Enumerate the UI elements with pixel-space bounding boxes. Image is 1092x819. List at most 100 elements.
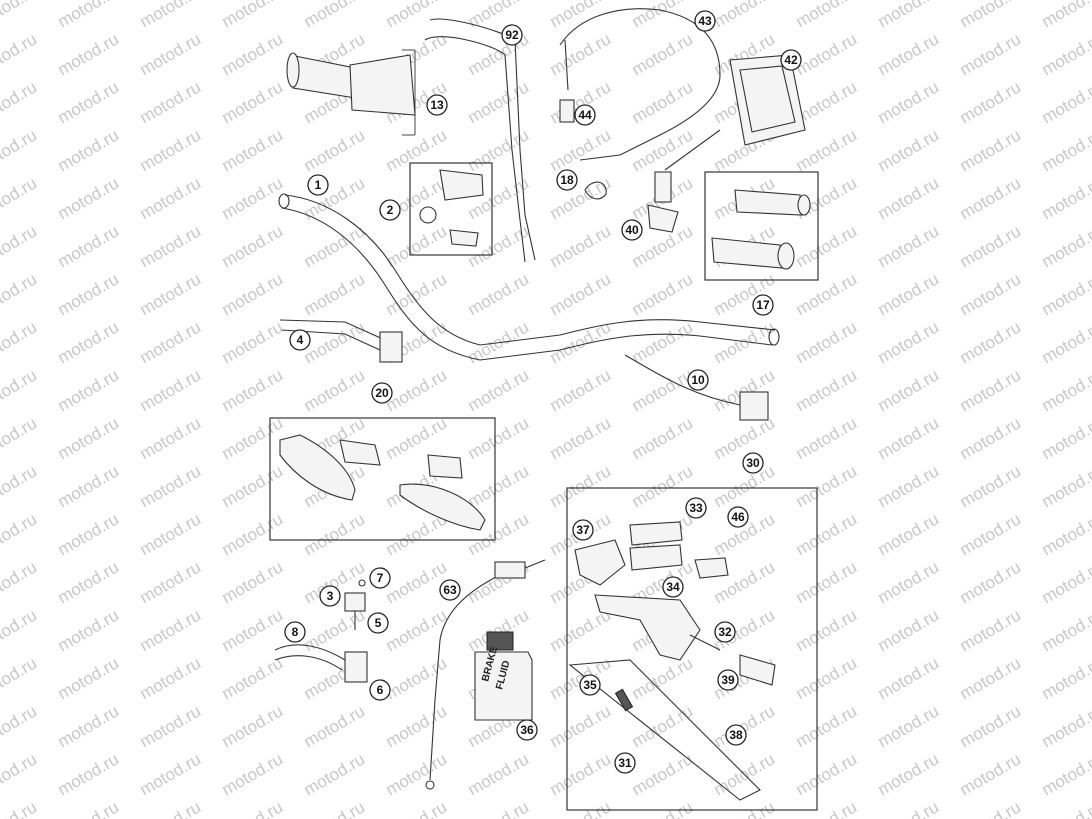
watermark-text: motod.ru xyxy=(1039,365,1092,415)
watermark-text: motod.ru xyxy=(547,269,615,319)
watermark-text: motod.ru xyxy=(547,365,615,415)
callout-label-40: 40 xyxy=(625,223,639,237)
part-switch xyxy=(419,169,484,247)
watermark-text: motod.ru xyxy=(137,557,205,607)
part-handlebar xyxy=(278,193,780,361)
watermark-text: motod.ru xyxy=(793,749,861,799)
callout-33: 33 xyxy=(685,497,707,519)
watermark-text: motod.ru xyxy=(875,77,943,127)
watermark-text: motod.ru xyxy=(0,701,40,751)
watermark-text: motod.ru xyxy=(629,29,697,79)
watermark-text: motod.ru xyxy=(0,365,40,415)
callout-4: 4 xyxy=(289,329,311,351)
callout-label-2: 2 xyxy=(387,203,394,217)
watermark-text: motod.ru xyxy=(547,749,615,799)
watermark-text: motod.ru xyxy=(957,221,1025,271)
frame-part-30 xyxy=(566,487,818,811)
watermark-text: motod.ru xyxy=(219,317,287,367)
callout-label-31: 31 xyxy=(618,756,632,770)
callout-label-33: 33 xyxy=(689,501,703,515)
watermark-text: motod.ru xyxy=(137,29,205,79)
watermark-text: motod.ru xyxy=(465,797,533,819)
watermark-text: motod.ru xyxy=(875,173,943,223)
watermark-text: motod.ru xyxy=(875,0,943,31)
watermark-text: motod.ru xyxy=(957,365,1025,415)
callout-39: 39 xyxy=(717,669,739,691)
watermark-text: motod.ru xyxy=(219,797,287,819)
frame-part-2 xyxy=(409,162,493,256)
watermark-text: motod.ru xyxy=(629,701,697,751)
watermark-text: motod.ru xyxy=(219,605,287,655)
watermark-text: motod.ru xyxy=(137,605,205,655)
callout-label-18: 18 xyxy=(560,173,574,187)
watermark-text: motod.ru xyxy=(137,173,205,223)
watermark-text: motod.ru xyxy=(55,0,123,31)
callout-label-36: 36 xyxy=(520,723,534,737)
callout-10: 10 xyxy=(687,369,709,391)
callout-label-17: 17 xyxy=(756,298,770,312)
watermark-text: motod.ru xyxy=(219,557,287,607)
watermark-text: motod.ru xyxy=(547,29,615,79)
watermark-text: motod.ru xyxy=(957,509,1025,559)
callout-43: 43 xyxy=(694,10,716,32)
watermark-text: motod.ru xyxy=(219,269,287,319)
watermark-text: motod.ru xyxy=(875,509,943,559)
watermark-text: motod.ru xyxy=(0,317,40,367)
watermark-text: motod.ru xyxy=(0,413,40,463)
watermark-text: motod.ru xyxy=(465,269,533,319)
watermark-text: motod.ru xyxy=(0,29,40,79)
callout-label-38: 38 xyxy=(729,728,743,742)
watermark-text: motod.ru xyxy=(957,797,1025,819)
part-cover xyxy=(729,54,806,146)
watermark-text: motod.ru xyxy=(137,365,205,415)
watermark-text: motod.ru xyxy=(383,605,451,655)
watermark-text: motod.ru xyxy=(0,509,40,559)
callout-7: 7 xyxy=(369,567,391,589)
callout-46: 46 xyxy=(727,506,749,528)
callout-label-6: 6 xyxy=(377,683,384,697)
watermark-text: motod.ru xyxy=(55,413,123,463)
callout-1: 1 xyxy=(307,174,329,196)
part-adjuster xyxy=(647,129,721,233)
watermark-text: motod.ru xyxy=(219,461,287,511)
watermark-text: motod.ru xyxy=(1039,749,1092,799)
watermark-text: motod.ru xyxy=(301,125,369,175)
watermark-text: motod.ru xyxy=(0,749,40,799)
callout-layer: 1234567810131718203031323334353637383940… xyxy=(284,10,802,774)
watermark-text: motod.ru xyxy=(301,701,369,751)
watermark-text: motod.ru xyxy=(629,653,697,703)
part-handguards xyxy=(279,434,486,531)
watermark-text: motod.ru xyxy=(547,221,615,271)
watermark-text: motod.ru xyxy=(55,701,123,751)
watermark-text: motod.ru xyxy=(219,221,287,271)
watermark-text: motod.ru xyxy=(629,0,697,31)
callout-label-63: 63 xyxy=(443,583,457,597)
callout-37: 37 xyxy=(572,519,594,541)
callout-label-43: 43 xyxy=(698,14,712,28)
watermark-text: motod.ru xyxy=(137,797,205,819)
watermark-text: motod.ru xyxy=(629,413,697,463)
watermark-text: motod.ru xyxy=(0,77,40,127)
watermark-text: motod.ru xyxy=(1039,413,1092,463)
watermark-text: motod.ru xyxy=(301,797,369,819)
watermark-text: motod.ru xyxy=(1039,701,1092,751)
part-throttle-grip xyxy=(286,49,416,136)
part-grips xyxy=(711,189,811,270)
watermark-text: motod.ru xyxy=(1039,221,1092,271)
watermark-text: motod.ru xyxy=(629,125,697,175)
watermark-text: motod.ru xyxy=(793,0,861,31)
watermark-text: motod.ru xyxy=(875,749,943,799)
frame-part-20 xyxy=(269,417,496,541)
watermark-text: motod.ru xyxy=(0,461,40,511)
callout-63: 63 xyxy=(439,579,461,601)
watermark-text: motod.ru xyxy=(219,365,287,415)
watermark-text: motod.ru xyxy=(219,173,287,223)
watermark-text: motod.ru xyxy=(383,701,451,751)
watermark-text: motod.ru xyxy=(547,797,615,819)
watermark-text: motod.ru xyxy=(465,461,533,511)
watermark-text: motod.ru xyxy=(957,653,1025,703)
watermark-text: motod.ru xyxy=(301,509,369,559)
watermark-text: motod.ru xyxy=(957,461,1025,511)
watermark-text: motod.ru xyxy=(137,77,205,127)
